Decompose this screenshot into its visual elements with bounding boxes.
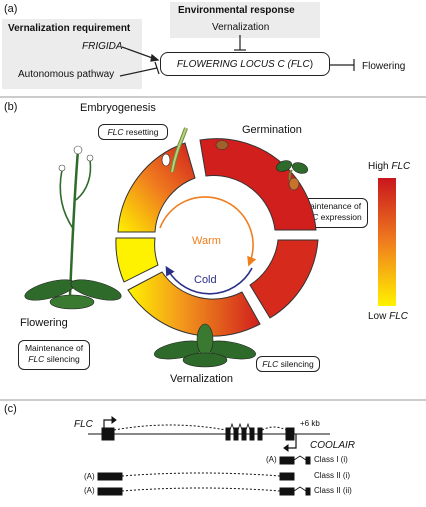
ring-segment-bottom <box>127 271 261 337</box>
ring-segment-right <box>249 239 319 319</box>
vernalization-label-b: Vernalization <box>170 373 233 385</box>
legend-high-gene: FLC <box>391 161 411 172</box>
silique-icon <box>161 127 188 173</box>
flowering-plant-icon <box>24 145 122 310</box>
polya-3: (A) <box>84 486 95 495</box>
cold-label: Cold <box>194 274 217 286</box>
plus-6kb-label: +6 kb <box>300 419 320 428</box>
intron-1 <box>113 424 227 431</box>
panel-a-label: (a) <box>4 3 18 15</box>
legend-high-label: High FLC <box>368 162 410 172</box>
environmental-response-header: Environmental response <box>178 5 295 16</box>
class2-i-exon-a <box>97 472 123 481</box>
germination-label: Germination <box>242 124 302 136</box>
seedling-icon <box>275 160 309 191</box>
flc-silencing-box: FLC silencing <box>256 356 320 372</box>
frigida-text: FRIGIDA <box>82 41 123 52</box>
flc-silencing-gene: FLC <box>262 359 279 369</box>
ring-segment-left <box>115 237 159 283</box>
maintenance-expression-line1: Maintenance of <box>302 201 362 211</box>
class-2-ii-label: Class II (ii) <box>314 486 352 495</box>
vernalization-requirement-box <box>2 19 142 89</box>
legend-low-label: Low FLC <box>368 312 408 322</box>
coolair-label: COOLAIR <box>310 440 356 451</box>
flowering-text-a: Flowering <box>362 61 406 72</box>
warm-label: Warm <box>192 235 221 247</box>
embryogenesis-label: Embryogenesis <box>80 102 156 114</box>
panel-b-label: (b) <box>4 101 18 113</box>
flc-full-name: FLOWERING LOCUS C ( <box>176 59 291 70</box>
legend-high-word: High <box>368 161 392 172</box>
maintenance-silencing-line1: Maintenance of <box>24 343 84 353</box>
flc-gene-label-c: FLC <box>74 419 93 430</box>
flc-close: ) <box>309 59 314 70</box>
panel-c-label: (c) <box>4 403 17 415</box>
ring-segment-top-right <box>199 138 317 231</box>
rosette-icon <box>154 323 256 368</box>
environmental-response-box <box>170 2 320 38</box>
flc-resetting-box: FLC resetting <box>98 124 168 140</box>
coolair-tss-arrow <box>288 434 297 449</box>
ring-segment-top-left <box>117 142 196 233</box>
flowering-label-b: Flowering <box>20 317 68 329</box>
legend-low-word: Low <box>368 311 390 322</box>
flc-silencing-text: silencing <box>278 359 314 369</box>
polya-2: (A) <box>84 472 95 481</box>
maintenance-silencing-gene: FLC <box>28 353 45 364</box>
class2-ii-exon-a <box>97 487 123 496</box>
flc-resetting-gene: FLC <box>107 127 124 137</box>
legend-low-gene: FLC <box>389 311 409 322</box>
flc-cycle-ring <box>115 138 319 337</box>
panel-a-arrows <box>119 35 355 77</box>
autonomous-inhibition <box>119 67 158 77</box>
cold-arrow <box>165 265 253 295</box>
maintenance-expression-text: expression <box>318 211 362 222</box>
class1-i-exon <box>279 456 295 465</box>
class-1-i-label: Class I (i) <box>314 455 348 464</box>
class-2-i-label: Class II (i) <box>314 471 350 480</box>
polya-1: (A) <box>266 455 277 464</box>
flc-exon-1 <box>101 427 115 441</box>
gene-structure <box>88 416 330 496</box>
flc-resetting-text: resetting <box>123 127 159 137</box>
warm-arrow <box>159 196 257 267</box>
intron-2 <box>261 426 287 431</box>
seed-icon <box>215 140 229 150</box>
autonomous-pathway-text: Autonomous pathway <box>18 69 115 80</box>
flc-abbr: FLC <box>290 59 310 70</box>
maintenance-silencing-text: silencing <box>44 353 80 364</box>
vernalization-requirement-header: Vernalization requirement <box>8 23 131 34</box>
flc-legend-bar <box>378 178 396 306</box>
vernalization-text: Vernalization <box>212 22 270 33</box>
flc-gene-box: FLOWERING LOCUS C (FLC) <box>160 52 330 76</box>
maintenance-silencing-box: Maintenance of FLC silencing <box>18 340 90 370</box>
